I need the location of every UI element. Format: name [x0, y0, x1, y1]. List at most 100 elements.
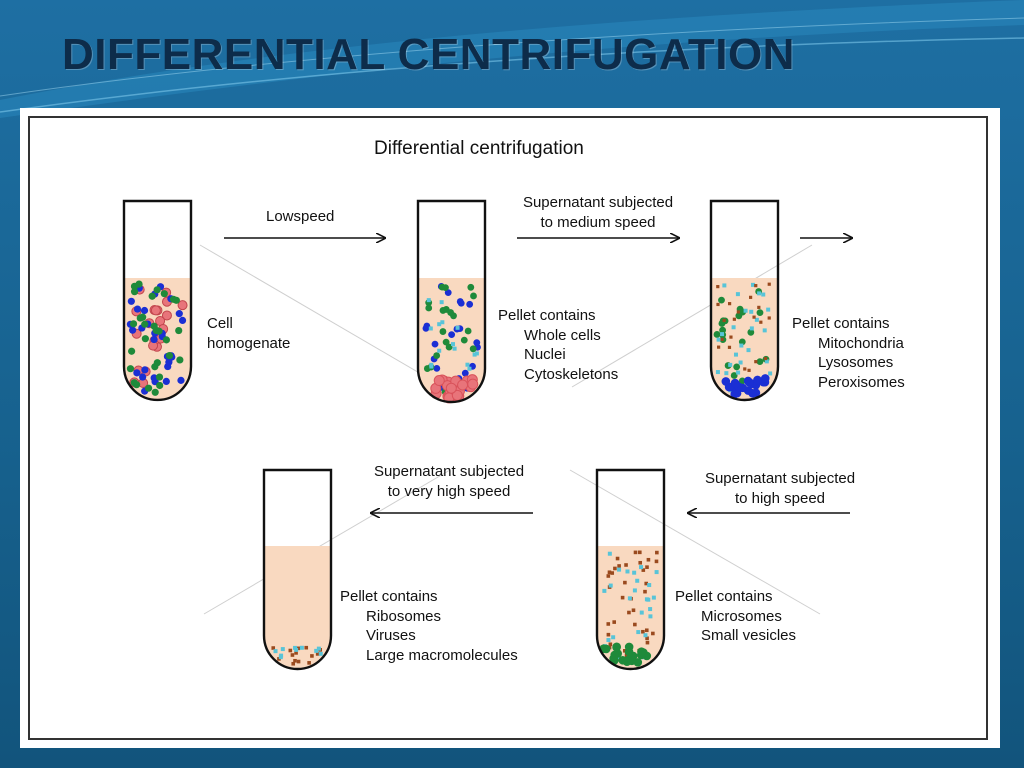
particle: [450, 312, 457, 320]
tube-4-high-speed: [595, 468, 666, 671]
figure-title: Differential centrifugation: [374, 138, 584, 159]
particle: [153, 286, 161, 294]
tube1-label: Cell homogenate: [207, 314, 290, 353]
particle: [644, 628, 649, 633]
particle: [716, 302, 720, 307]
particle: [611, 635, 616, 640]
figure-frame: [28, 116, 988, 740]
particle: [724, 371, 729, 376]
particle: [720, 332, 725, 337]
particle: [631, 608, 636, 613]
particle: [422, 324, 430, 332]
step4-label: Supernatant subjected to very high speed: [352, 462, 546, 501]
background-guide-lines: [199, 244, 821, 615]
particle: [635, 578, 640, 583]
particle: [655, 550, 659, 555]
particle: [722, 318, 726, 323]
pellet-particle: [307, 661, 311, 665]
pellet-particle: [721, 377, 731, 386]
pellet-particle: [291, 661, 296, 666]
particle: [141, 366, 149, 374]
particle: [136, 314, 144, 322]
pellet-particle: [314, 648, 319, 653]
particle: [749, 309, 754, 314]
particle: [155, 373, 164, 381]
particle: [606, 574, 611, 578]
particle: [140, 306, 149, 315]
tube4-heading: Pellet contains: [675, 588, 773, 605]
particle: [445, 343, 453, 351]
particle: [151, 388, 159, 396]
particle: [148, 292, 156, 300]
particle: [452, 346, 457, 351]
particle: [754, 360, 758, 364]
particle: [736, 370, 741, 375]
tube-5-very-high-speed: [262, 468, 333, 671]
particle: [440, 320, 445, 325]
step3-label-line1: Supernatant subjected: [704, 470, 856, 487]
particle: [749, 295, 753, 299]
particle: [439, 328, 447, 335]
particle: [644, 581, 649, 586]
pellet-particle: [744, 377, 754, 387]
particle: [722, 283, 727, 288]
particle: [141, 335, 149, 343]
pellet-particle: [609, 654, 618, 663]
pellet-particle: [753, 375, 762, 385]
particle: [617, 567, 622, 572]
particle: [144, 384, 153, 392]
particle: [130, 288, 139, 296]
pellet-particle: [294, 651, 298, 655]
tube-liquid: [264, 546, 331, 669]
particle: [645, 636, 649, 641]
particle: [472, 352, 477, 357]
particle: [615, 556, 620, 561]
particle: [646, 557, 651, 562]
particle: [738, 377, 746, 385]
particle: [461, 369, 469, 377]
tube5-heading: Pellet contains: [340, 588, 438, 605]
step3-label-line2: to high speed: [734, 489, 826, 507]
particle: [606, 622, 611, 626]
pellet-particle: [318, 651, 323, 656]
slide-title: DIFFERENTIAL CENTRIFUGATION: [62, 30, 795, 79]
particle: [754, 317, 759, 322]
particle: [610, 571, 615, 575]
particle: [762, 328, 767, 333]
particle: [165, 358, 173, 366]
step1-label: Lowspeed: [266, 208, 335, 225]
particle: [757, 305, 761, 309]
pellet-particle: [279, 653, 284, 658]
particle: [638, 550, 642, 555]
tube-3-medium-speed: [709, 199, 780, 402]
pellet-particle: [624, 642, 634, 652]
particle: [645, 565, 649, 569]
particle: [756, 358, 764, 366]
particle: [607, 570, 612, 575]
particle: [455, 325, 460, 330]
tube4-contents: Pellet contains Microsomes Small vesicle…: [675, 587, 796, 646]
particle: [643, 633, 648, 638]
particle: [633, 622, 637, 627]
pellet-particle: [457, 379, 469, 391]
particle: [160, 290, 168, 298]
particle: [651, 631, 655, 636]
pellet-particle: [730, 389, 740, 399]
tube-outline: [709, 199, 780, 402]
pellet-particle: [467, 378, 479, 390]
particle: [636, 630, 641, 635]
particle: [738, 360, 743, 365]
particle: [129, 320, 138, 328]
pellet-particle: [304, 645, 309, 650]
particle: [648, 607, 653, 612]
pellet-particle: [433, 375, 445, 387]
particle: [150, 322, 158, 330]
pellet-particle: [612, 642, 621, 652]
particle: [764, 359, 769, 364]
particle: [127, 297, 135, 305]
particle: [126, 365, 135, 373]
particle: [727, 345, 732, 349]
tube2-item: Whole cells: [524, 326, 601, 344]
particle: [624, 563, 628, 567]
